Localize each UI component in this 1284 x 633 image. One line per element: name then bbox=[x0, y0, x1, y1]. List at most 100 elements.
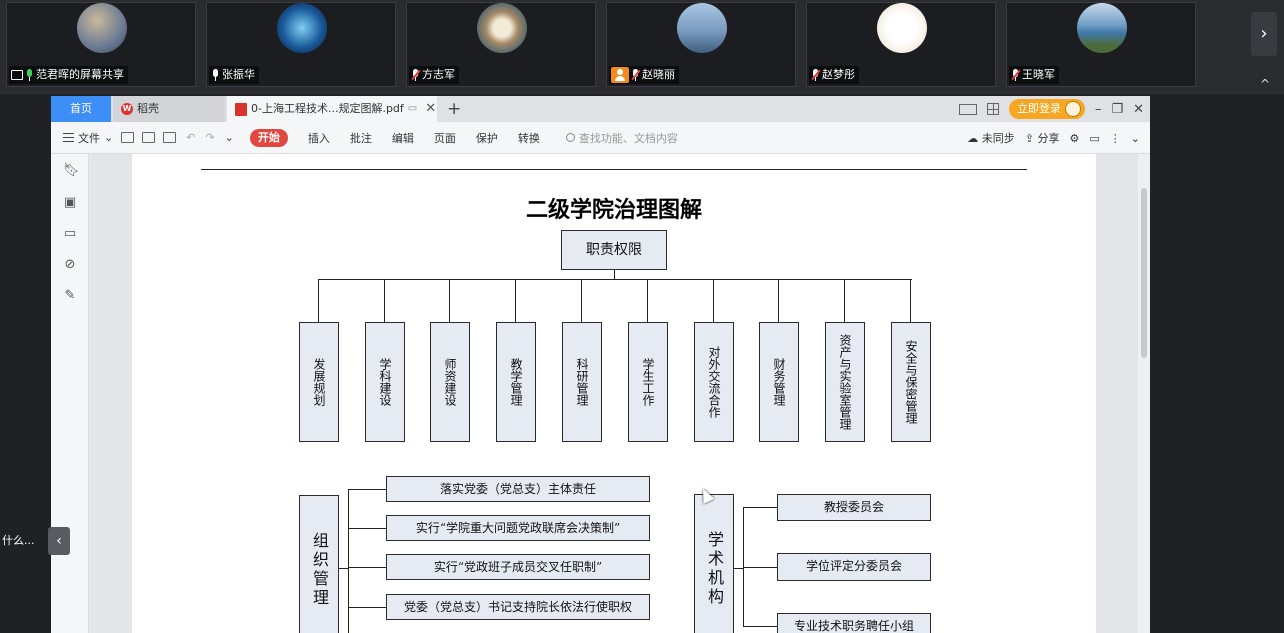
comment-panel-icon[interactable]: ▭ bbox=[63, 226, 77, 241]
redo-icon[interactable]: ↷ bbox=[205, 131, 215, 144]
mic-muted-icon bbox=[811, 69, 821, 81]
connector-line bbox=[743, 507, 777, 508]
expand-panel-button[interactable]: ‹ bbox=[48, 527, 70, 555]
scroll-thumb[interactable] bbox=[1141, 188, 1147, 358]
toolbar-right: ☁ 未同步 ⇪ 分享 ⚙ ▭ ⋮ ⌄ bbox=[967, 122, 1140, 154]
participant-name: 方志军 bbox=[422, 68, 455, 81]
quick-access-dropdown-icon[interactable]: ⌄ bbox=[224, 131, 234, 144]
duty-box: 财务管理 bbox=[759, 322, 799, 442]
academic-item: 学位评定分委员会 bbox=[777, 553, 931, 581]
tab-annotate[interactable]: 批注 bbox=[349, 131, 372, 145]
participant-label: 赵晓丽 bbox=[609, 66, 679, 84]
sync-status[interactable]: ☁ 未同步 bbox=[967, 130, 1015, 146]
connector-line bbox=[743, 626, 777, 627]
menu-icon bbox=[63, 133, 74, 142]
pdf-page: 二级学院治理图解 职责权限 发展规划学科建设师资建设教学管理科研管理学生工作对外… bbox=[132, 154, 1096, 633]
new-tab-button[interactable]: + bbox=[447, 99, 462, 119]
window-controls: 立即登录 – ❐ ✕ bbox=[958, 96, 1150, 122]
minimize-icon[interactable]: – bbox=[1094, 101, 1102, 117]
settings-icon[interactable]: ⚙ bbox=[1069, 131, 1080, 145]
mic-on-icon bbox=[25, 69, 34, 81]
connector-line bbox=[348, 489, 349, 633]
feedback-icon[interactable]: ▭ bbox=[1089, 131, 1100, 145]
floating-panel-text: 什么... bbox=[2, 534, 35, 547]
restore-icon[interactable]: ❐ bbox=[1111, 101, 1124, 117]
participant-tile[interactable]: 方志军 bbox=[406, 2, 596, 87]
tab-convert[interactable]: 转换 bbox=[517, 131, 540, 145]
search-placeholder: 查找功能、文档内容 bbox=[578, 131, 678, 145]
comment-icon[interactable]: ▭ bbox=[407, 103, 418, 114]
save-icon[interactable] bbox=[142, 132, 156, 143]
connector-line bbox=[318, 279, 912, 280]
connector-line bbox=[778, 279, 779, 322]
document-title: 二级学院治理图解 bbox=[525, 198, 702, 223]
next-participants-button[interactable]: › bbox=[1251, 12, 1277, 56]
connector-line bbox=[515, 279, 516, 322]
print-icon[interactable] bbox=[163, 132, 177, 143]
tab-edit[interactable]: 编辑 bbox=[391, 131, 414, 145]
tab-pdf-document[interactable]: 0-上海工程技术...规定图解.pdf ▭ ✕ bbox=[227, 96, 437, 122]
chevron-down-icon[interactable]: ⌄ bbox=[1130, 131, 1140, 145]
signature-icon[interactable]: ✎ bbox=[64, 288, 76, 303]
tab-page[interactable]: 页面 bbox=[433, 131, 456, 145]
participant-tile[interactable]: 赵晓丽 bbox=[606, 2, 796, 87]
participant-tile[interactable]: 范君晖的屏幕共享 bbox=[6, 2, 196, 87]
header-rule bbox=[201, 169, 1027, 170]
participant-tile[interactable]: 赵梦彤 bbox=[806, 2, 996, 87]
attachment-icon[interactable]: ⊘ bbox=[64, 257, 76, 272]
meeting-participant-strip: 范君晖的屏幕共享 张振华 方志军 赵晓丽 bbox=[0, 0, 1284, 94]
share-icon: ⇪ bbox=[1024, 132, 1034, 145]
connector-line bbox=[743, 567, 777, 568]
share-button[interactable]: ⇪ 分享 bbox=[1025, 130, 1060, 146]
login-label: 立即登录 bbox=[1016, 102, 1061, 115]
root-box: 职责权限 bbox=[561, 230, 667, 270]
more-icon[interactable]: ⋮ bbox=[1109, 131, 1121, 145]
academic-box: 学术机构 bbox=[694, 494, 734, 633]
academic-item: 教授委员会 bbox=[777, 494, 931, 521]
vertical-scrollbar[interactable] bbox=[1138, 154, 1150, 633]
thumbnail-icon[interactable]: ▣ bbox=[63, 195, 77, 210]
participant-tile[interactable]: 张振华 bbox=[206, 2, 396, 87]
close-window-icon[interactable]: ✕ bbox=[1133, 101, 1144, 117]
person-icon bbox=[611, 67, 629, 83]
connector-line bbox=[348, 489, 386, 490]
login-button[interactable]: 立即登录 bbox=[1008, 99, 1085, 119]
share-label: 分享 bbox=[1037, 132, 1060, 145]
tab-daoke-label: 稻壳 bbox=[137, 102, 159, 115]
close-tab-icon[interactable]: ✕ bbox=[425, 101, 437, 116]
participant-label: 王晓军 bbox=[1009, 66, 1059, 84]
participant-avatar bbox=[877, 3, 927, 53]
user-avatar-icon bbox=[1064, 101, 1081, 117]
grid-icon[interactable] bbox=[986, 103, 999, 115]
left-sidebar: 🔖︎ ▣ ▭ ⊘ ✎ bbox=[51, 154, 89, 633]
open-folder-icon[interactable] bbox=[121, 132, 135, 143]
tab-protect[interactable]: 保护 bbox=[475, 131, 498, 145]
participant-label: 张振华 bbox=[209, 66, 259, 84]
participant-name: 王晓军 bbox=[1022, 68, 1055, 81]
layout-icon[interactable] bbox=[958, 103, 977, 115]
floating-panel: 什么... ‹ bbox=[0, 527, 70, 555]
collapse-strip-button[interactable]: ^ bbox=[1259, 77, 1271, 91]
duty-box: 学生工作 bbox=[628, 322, 668, 442]
tab-start[interactable]: 开始 bbox=[249, 128, 288, 147]
tab-insert[interactable]: 插入 bbox=[307, 131, 330, 145]
participant-tile[interactable]: 王晓军 bbox=[1006, 2, 1196, 87]
connector-line bbox=[647, 279, 648, 322]
file-menu-button[interactable]: 文件 ⌄ bbox=[63, 130, 113, 146]
sync-label: 未同步 bbox=[981, 132, 1015, 145]
document-area[interactable]: 二级学院治理图解 职责权限 发展规划学科建设师资建设教学管理科研管理学生工作对外… bbox=[90, 154, 1150, 633]
tab-daoke[interactable]: W 稻壳 bbox=[113, 96, 225, 122]
undo-icon[interactable]: ↶ bbox=[186, 131, 196, 144]
connector-line bbox=[384, 279, 385, 322]
bookmark-icon[interactable]: 🔖︎ bbox=[63, 163, 80, 178]
search-input[interactable]: 查找功能、文档内容 bbox=[565, 130, 678, 146]
participant-avatar bbox=[1077, 3, 1127, 53]
tab-home[interactable]: 首页 bbox=[51, 96, 111, 122]
org-mgmt-item: 党委（党总支）书记支持院长依法行使职权 bbox=[386, 594, 650, 620]
participant-avatar bbox=[277, 3, 327, 53]
connector-line bbox=[614, 270, 615, 279]
mic-icon bbox=[211, 69, 220, 81]
org-mgmt-item: 实行“党政班子成员交叉任职制” bbox=[386, 554, 650, 580]
participant-avatar bbox=[677, 3, 727, 53]
